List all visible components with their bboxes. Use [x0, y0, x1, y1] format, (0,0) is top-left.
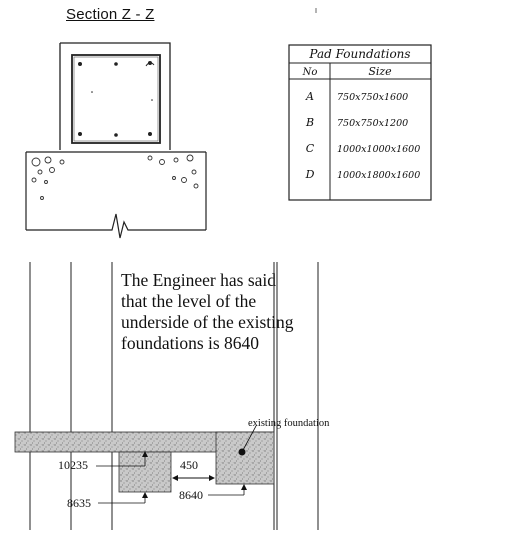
existing-foundation-label: existing foundation — [248, 418, 330, 429]
table-cell-no: C — [306, 142, 315, 155]
table-cell-size: 750x750x1200 — [337, 118, 408, 129]
table-cell-size: 1000x1800x1600 — [337, 170, 420, 181]
aggregate-marks — [31, 154, 199, 200]
section-sketch — [25, 42, 207, 239]
label-10235: 10235 — [58, 458, 88, 472]
existing-foundation — [215, 431, 275, 485]
table-cell-no: A — [305, 90, 314, 103]
table-title: Pad Foundations — [308, 47, 410, 61]
table-header-no: No — [302, 67, 318, 78]
rebar-dots — [78, 61, 153, 137]
table-cell-no: D — [305, 168, 315, 181]
table-cell-no: B — [305, 116, 314, 129]
vertical-lines — [29, 262, 319, 530]
rebar-cage — [71, 54, 161, 144]
plan-drawing: existing foundation 10235 8635 450 8640 — [14, 262, 330, 530]
table-cell-size: 1000x1000x1600 — [337, 144, 420, 155]
label-450: 450 — [180, 458, 198, 472]
break-line — [26, 213, 206, 239]
column-outline — [59, 42, 171, 150]
table-header-size: Size — [368, 65, 392, 78]
table-cell-size: 750x750x1600 — [337, 92, 408, 103]
label-8640: 8640 — [179, 488, 203, 502]
section-title: Section Z - Z — [66, 6, 155, 23]
engineer-note: The Engineer has said that the level of … — [121, 270, 294, 353]
label-8635: 8635 — [67, 496, 91, 510]
